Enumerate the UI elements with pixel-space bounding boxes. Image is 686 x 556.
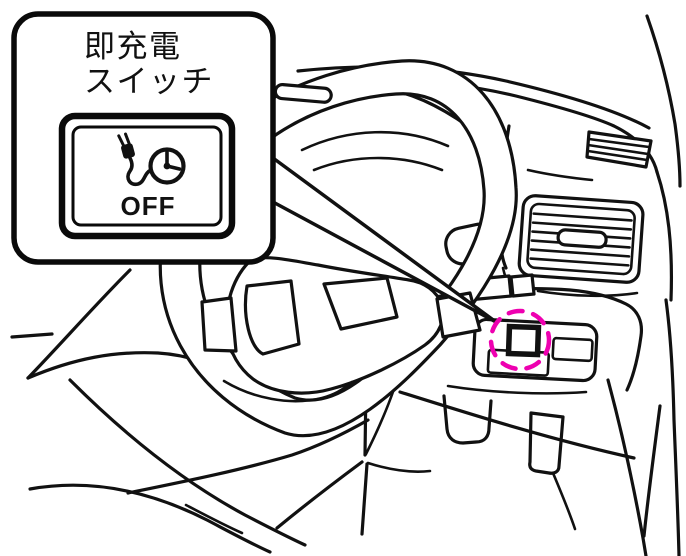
seat-cushion-line [68, 378, 307, 547]
dash-crease-under-vent [536, 289, 639, 298]
defroster-vent [585, 130, 653, 169]
release-lever [442, 394, 493, 445]
cluster-line-1 [300, 130, 450, 152]
wiper-stalk [273, 82, 333, 104]
spoke-cutout-center [322, 276, 399, 331]
quick-charge-switch [505, 323, 542, 358]
vent-louver-handle [556, 228, 608, 249]
highlight-circle [488, 308, 552, 372]
a-pillar-line [645, 14, 682, 188]
floor-line-1 [28, 483, 272, 554]
sill-line-2 [642, 404, 662, 538]
sill-line-1 [606, 378, 648, 556]
switch-button-illustration: OFF [58, 112, 236, 240]
callout-label-line2: スイッチ [84, 64, 214, 99]
console-floor-line [275, 460, 364, 530]
dash-lower-edge [398, 390, 636, 460]
plug-timer-icon [117, 132, 186, 187]
seat-back-edge [26, 268, 132, 380]
hanging-tab [528, 411, 565, 475]
console-right-line [366, 461, 432, 473]
driver-seat-and-floor [10, 268, 432, 554]
spoke-bottom-line [222, 379, 354, 403]
center-console-and-underdash [398, 378, 662, 556]
tab-shadow-line [551, 471, 577, 531]
door-armrest-line [10, 332, 54, 339]
button-off-label: OFF [121, 191, 176, 221]
side-air-vent [517, 194, 645, 284]
column-base-line [364, 387, 396, 456]
door-trim-edge [664, 298, 681, 556]
dash-right-edge [655, 170, 674, 302]
seat-corner-line [184, 503, 244, 535]
callout-label-line1: 即充電 [84, 29, 182, 64]
spoke-left [200, 296, 238, 353]
floor-line-2 [126, 418, 370, 495]
cluster-line-2 [312, 156, 444, 172]
callout-box: 即充電 スイッチ OFF [11, 11, 276, 265]
spoke-cutout-left [243, 279, 301, 356]
dash-crease-under-defroster [526, 168, 594, 182]
